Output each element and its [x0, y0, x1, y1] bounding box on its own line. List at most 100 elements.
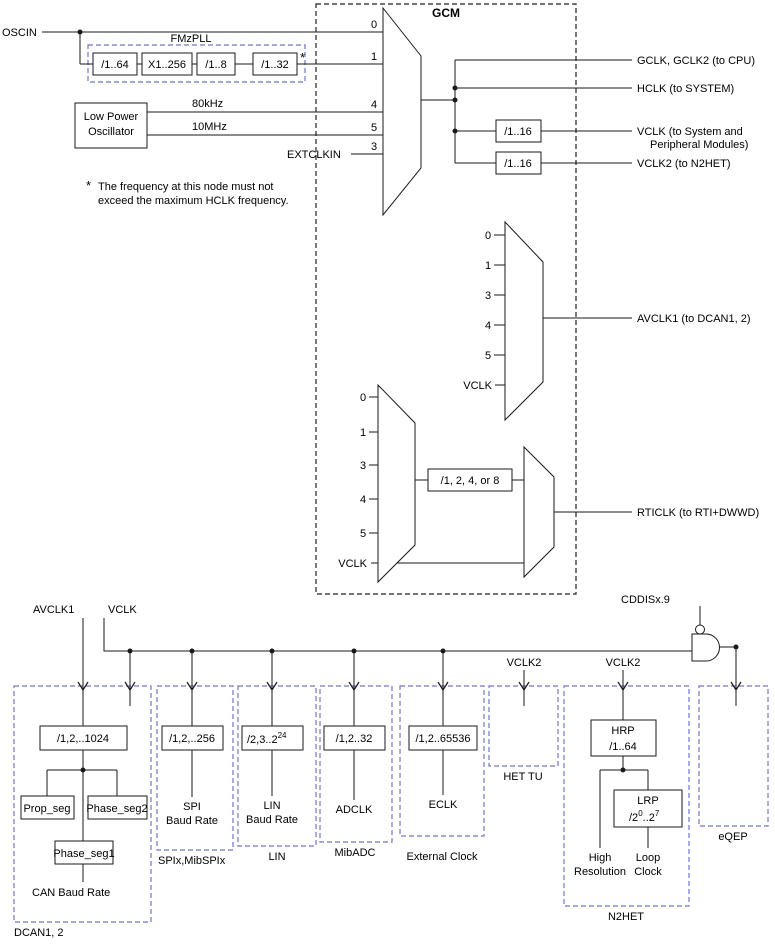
vclk2-divider-box — [495, 151, 542, 175]
clock-entry-chevron — [518, 681, 530, 692]
vclk-divider-label: /1..16 — [504, 126, 532, 138]
clock-entry-chevron — [124, 681, 136, 692]
phase-seg2-box — [87, 795, 148, 820]
bus-junction-dot — [452, 128, 458, 134]
oscin-label: OSCIN — [2, 27, 37, 39]
adc-divider-label: /1,2..32 — [336, 733, 373, 745]
cddis-label: CDDISx.9 — [621, 594, 670, 606]
clock-sources-section: OSCIN FMzPLL /1..64 X1..256 /1..8 /1..32… — [2, 27, 383, 207]
lin-block-name: LIN — [268, 851, 285, 863]
gcm-rticlk-source-mux — [377, 383, 416, 584]
pll-multiplier-box — [141, 52, 193, 76]
vclk2-divider-label: /1..16 — [504, 158, 532, 170]
avclk1-net-label: AVCLK1 — [33, 604, 74, 616]
eqep-gate-wires — [699, 606, 737, 706]
mux1-input-label-4: 4 — [371, 99, 377, 111]
pll-divider3-box — [252, 52, 298, 76]
mux1-input-label-1: 1 — [371, 51, 377, 63]
lin-baud-label-line1: LIN — [263, 800, 280, 812]
gcm-block — [315, 3, 577, 595]
clock-entry-chevron — [266, 681, 278, 692]
adclk-label: ADCLK — [336, 804, 373, 816]
loop-clock-label-line1: Loop — [636, 852, 660, 864]
extclkin-label: EXTCLKIN — [287, 149, 341, 161]
mux2-input-label-4: 4 — [485, 320, 491, 332]
low-power-oscillator-box — [74, 102, 148, 149]
clock-entry-chevron — [77, 681, 89, 692]
avclk1-output-label: AVCLK1 (to DCAN1, 2) — [637, 313, 751, 325]
mux2-input-label-5: 5 — [485, 350, 491, 362]
gate-inverter-bubble — [695, 624, 705, 635]
vclk2-drop-wires — [523, 670, 624, 720]
n2het-dashed-border — [563, 685, 690, 907]
lrp-label-line2: /20..27 — [629, 809, 660, 824]
lpo-label-line1: Low Power — [84, 111, 139, 123]
eclk-divider-label: /1,2..65536 — [415, 733, 470, 745]
gcm-title: GCM — [432, 6, 460, 20]
pll-divider1-label: /1..64 — [101, 59, 129, 71]
rti-divider-label: /1, 2, 4, or 8 — [441, 475, 500, 487]
clock-entry-chevron — [437, 681, 449, 692]
avclk-mux-wires — [494, 234, 632, 386]
high-resolution-label-line1: High — [589, 852, 612, 864]
mibadc-block-name: MibADC — [335, 847, 376, 859]
mux2-input-label-1: 1 — [485, 260, 491, 272]
mux3-input-label-1: 1 — [360, 427, 366, 439]
spi-baud-label-line2: Baud Rate — [166, 815, 218, 827]
hrp-divider-box — [590, 719, 657, 757]
phase-seg1-box — [54, 840, 114, 865]
gclk-output-label: GCLK, GCLK2 (to CPU) — [637, 55, 755, 67]
prop-seg-box — [20, 795, 75, 820]
rti-divider-box — [427, 468, 513, 492]
external-clock-dashed-border — [399, 685, 485, 837]
mux3-input-label-4: 4 — [360, 494, 366, 506]
lin-divider-label: /2,3..224 — [247, 731, 287, 746]
lin-dashed-border — [237, 685, 317, 847]
clock-entry-chevron — [730, 681, 742, 692]
pll-footnote-star: * — [300, 50, 305, 65]
mux1-input-label-3: 3 — [371, 141, 377, 153]
dcan-block-name: DCAN1, 2 — [14, 927, 64, 939]
hettu-block-name: HET TU — [503, 771, 542, 783]
vclk-drop-wires — [129, 651, 444, 726]
spi-block-name: SPIx,MibSPIx — [158, 855, 226, 867]
gcm-rticlk-final-mux — [523, 445, 555, 579]
spi-divider-label: /1,2,..256 — [169, 733, 215, 745]
eqep-block-name: eQEP — [718, 831, 747, 843]
mux3-input-label-3: 3 — [360, 460, 366, 472]
n2het-vclk2-label: VCLK2 — [606, 657, 641, 669]
clock-entry-chevron — [617, 681, 629, 692]
dcan-divider-box — [39, 725, 128, 751]
clock-entry-chevron — [348, 681, 360, 692]
n2het-block-name: N2HET — [608, 911, 644, 923]
hrp-label-line1: HRP — [611, 725, 634, 737]
mux3-input-label-vclk: VCLK — [338, 558, 367, 570]
gcm-avclk-mux — [504, 220, 544, 422]
vclk-bus-dot — [440, 648, 446, 654]
eclk-divider-box — [408, 725, 478, 751]
lrp-divider-box — [613, 789, 683, 828]
lpo-label-line2: Oscillator — [88, 126, 134, 138]
bus-junction-dot — [452, 85, 458, 91]
vclk-net-label: VCLK — [108, 604, 137, 616]
hrp-label-line2: /1..64 — [609, 741, 637, 753]
lrp-label-line1: LRP — [637, 795, 658, 807]
hclk-output-label: HCLK (to SYSTEM) — [637, 83, 734, 95]
clock-entry-chevron — [186, 681, 198, 692]
lpo-output-wires — [147, 111, 383, 136]
lin-baud-label-line2: Baud Rate — [246, 814, 298, 826]
phase-seg2-label: Phase_seg2 — [86, 803, 147, 815]
phase-seg1-label: Phase_seg1 — [53, 848, 114, 860]
mibadc-dashed-border — [319, 685, 393, 843]
fmzpll-label: FMzPLL — [171, 33, 212, 45]
n2het-junction-dot — [620, 767, 626, 773]
mux1-input-label-0: 0 — [371, 19, 377, 31]
gcm-internals: GCM 0 1 4 5 3 /1..16 /1..16 GCLK, GCLK2 … — [338, 6, 759, 584]
dcan-divider-label: /1,2,..1024 — [57, 733, 109, 745]
vclk-output-label-line2: Peripheral Modules) — [650, 139, 748, 151]
and-gate-icon — [691, 633, 720, 662]
gcm-output-bus-wires — [421, 59, 632, 164]
lin-divider-box — [241, 725, 304, 751]
